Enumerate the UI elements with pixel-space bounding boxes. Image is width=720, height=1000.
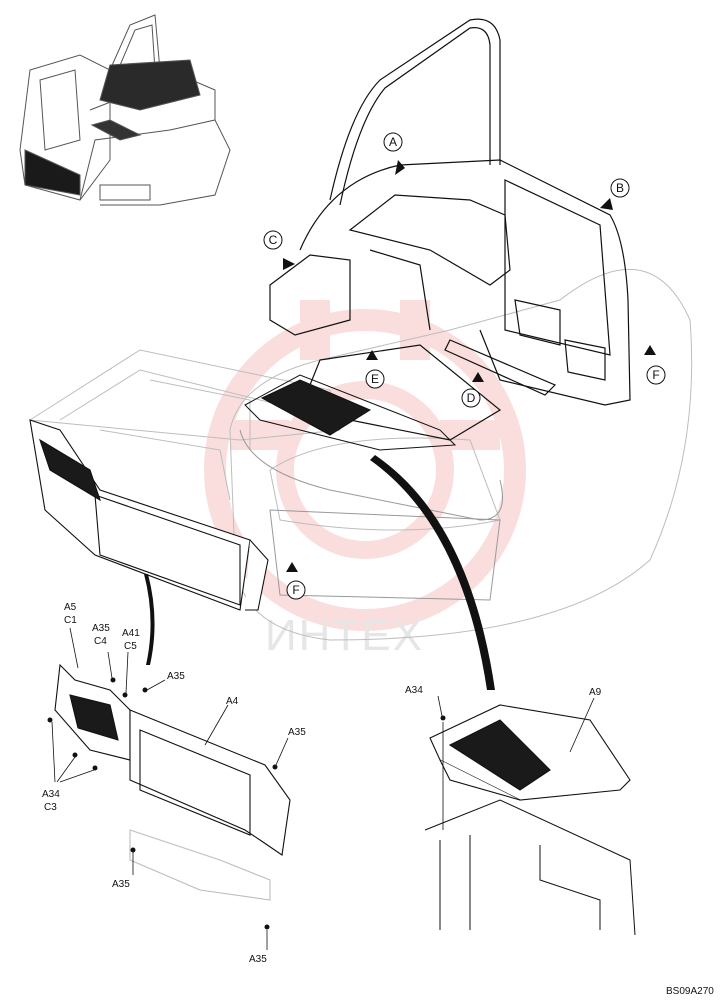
callout-c1: C1 xyxy=(64,615,77,626)
counterweight-outline xyxy=(239,429,503,601)
view-marker-B: B xyxy=(610,178,630,198)
view-marker-C: C xyxy=(263,230,283,250)
view-marker-E: E xyxy=(365,369,385,389)
drawing-reference-code: BS09A270 xyxy=(666,986,714,997)
watermark-text: ИНТЕХ xyxy=(265,611,424,660)
radiator-frame-outline xyxy=(424,799,636,936)
callout-c5: C5 xyxy=(124,641,137,652)
leader-arcs xyxy=(144,455,495,690)
top-grille-panel xyxy=(244,374,457,451)
callout-a34-right: A34 xyxy=(405,685,423,696)
view-marker-D: D xyxy=(461,388,481,408)
svg-text:F: F xyxy=(652,368,659,382)
callout-a35-right: A35 xyxy=(288,727,306,738)
callout-a5: A5 xyxy=(64,602,77,613)
bolts-left xyxy=(47,677,278,930)
view-arrows xyxy=(283,160,656,572)
machine-thumbnail xyxy=(19,14,231,206)
svg-text:C: C xyxy=(269,233,278,247)
leader-lines-left xyxy=(51,627,289,950)
view-marker-F-right: F xyxy=(646,365,666,385)
svg-text:A: A xyxy=(389,135,397,149)
view-marker-F-lower: F xyxy=(286,580,306,600)
callout-a41: A41 xyxy=(122,628,140,639)
callout-c3: C3 xyxy=(44,802,57,813)
view-marker-A: A xyxy=(383,132,403,152)
callout-a4: A4 xyxy=(226,696,239,707)
leader-lines-right xyxy=(437,695,595,830)
svg-text:D: D xyxy=(467,391,476,405)
callout-a35-upper: A35 xyxy=(92,623,110,634)
callout-c4: C4 xyxy=(94,636,107,647)
svg-text:B: B xyxy=(616,181,624,195)
callout-a35-bottom-2: A35 xyxy=(249,954,267,965)
callout-a9: A9 xyxy=(589,687,602,698)
side-cover-exploded xyxy=(54,663,291,901)
side-cover-main xyxy=(29,419,269,611)
bolts-right xyxy=(440,715,446,721)
svg-text:E: E xyxy=(371,372,379,386)
svg-text:F: F xyxy=(292,583,299,597)
callout-a35-top: A35 xyxy=(167,671,185,682)
callout-a34-left: A34 xyxy=(42,789,60,800)
callout-a35-bottom-1: A35 xyxy=(112,879,130,890)
